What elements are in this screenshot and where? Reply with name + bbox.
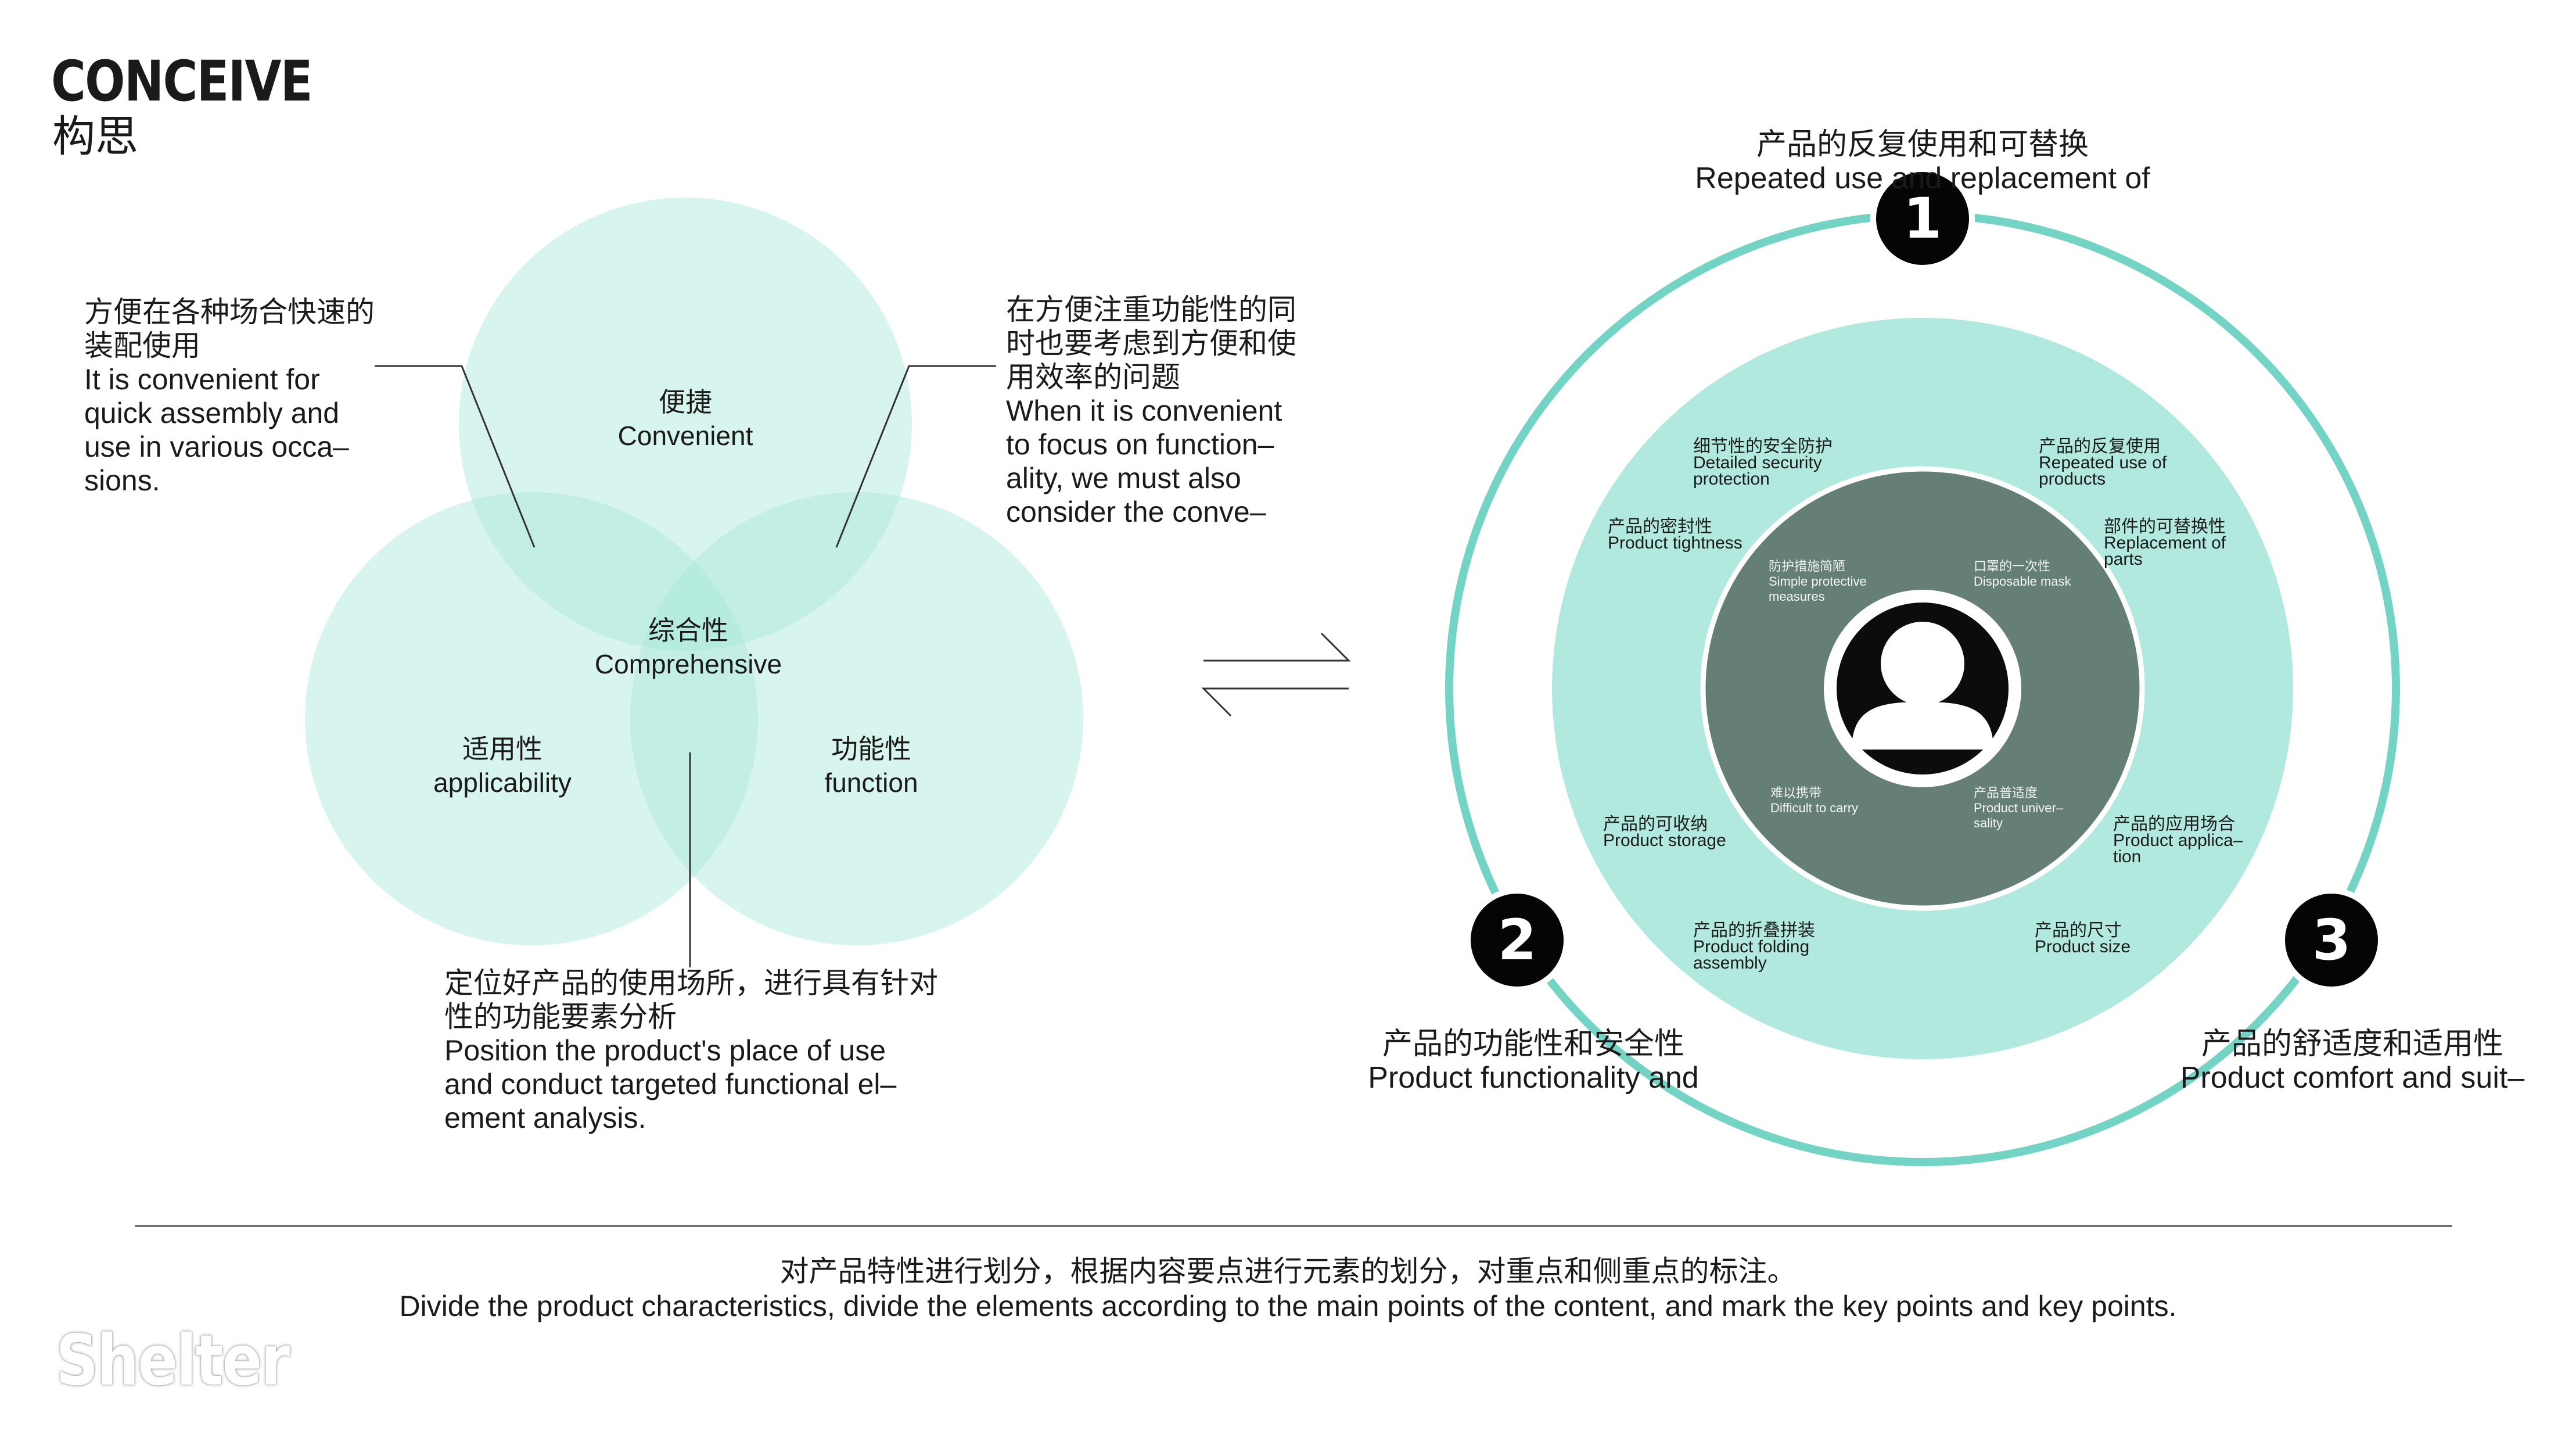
- venn-circle-left: [305, 492, 758, 945]
- inner-label-universality: 产品普适度 Product univer– sality: [1974, 786, 2064, 830]
- footer-caption-en: Divide the product characteristics, divi…: [399, 1290, 2177, 1322]
- leader-line-right: [835, 365, 996, 548]
- page-subtitle: 构思: [52, 112, 138, 162]
- step-badge-1: 1: [1870, 166, 1975, 271]
- inner-label-carry: 难以携带 Difficult to carry: [1770, 786, 1859, 815]
- step-badge-3: 3: [2279, 888, 2384, 992]
- annotation-right: 在方便注重功能性的同 时也要考虑到方便和使 用效率的问题 When it is …: [1006, 293, 1296, 528]
- outer-label-storage: 产品的可收纳 Product storage: [1603, 815, 1726, 850]
- inner-label-protective: 防护措施简陋 Simple protective measures: [1769, 559, 1867, 604]
- outer-label-security: 细节性的安全防护 Detailed security protection: [1693, 437, 1833, 489]
- outer-label-size: 产品的尺寸 Product size: [2035, 921, 2131, 956]
- outer-label-tightness: 产品的密封性 Product tightness: [1608, 517, 1743, 553]
- venn-circle-top: [459, 198, 912, 651]
- user-avatar-icon: [1824, 590, 2021, 787]
- exchange-arrows-icon: [1201, 632, 1351, 717]
- outer-label-replacement: 部件的可替换性 Replacement of parts: [2104, 517, 2226, 569]
- annotation-bottom: 定位好产品的使用场所，进行具有针对 性的功能要素分析 Position the …: [444, 967, 938, 1134]
- annotation-left: 方便在各种场合快速的 装配使用 It is convenient for qui…: [84, 296, 375, 497]
- page-title: CONCEIVE: [51, 49, 313, 114]
- leader-line-left: [375, 365, 536, 548]
- outer-label-application: 产品的应用场合 Product applica– tion: [2113, 815, 2243, 866]
- watermark-logo: Shelter: [56, 1321, 290, 1401]
- outer-label-folding: 产品的折叠拼装 Product folding assembly: [1693, 921, 1815, 973]
- venn-circle-right: [630, 492, 1083, 945]
- inner-label-disposable: 口罩的一次性 Disposable mask: [1974, 559, 2071, 589]
- outer-label-repeated-use: 产品的反复使用 Repeated use of products: [2039, 437, 2167, 489]
- footer-caption-zh: 对产品特性进行划分，根据内容要点进行元素的划分，对重点和侧重点的标注。: [779, 1255, 1797, 1288]
- step-badge-2: 2: [1465, 888, 1569, 992]
